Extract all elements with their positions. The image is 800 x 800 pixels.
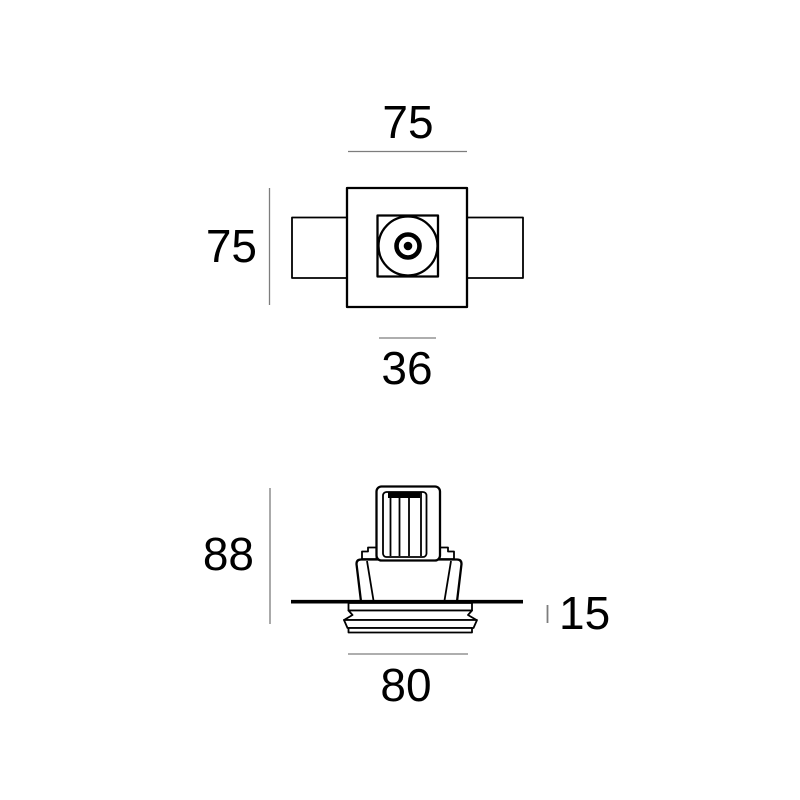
led-module-inner bbox=[382, 491, 428, 558]
trim-band-lower bbox=[343, 619, 478, 629]
section-height-dim-label: 88 bbox=[203, 528, 254, 580]
section-view: 88 15 80 bbox=[203, 485, 610, 711]
section-width-dim-label: 80 bbox=[380, 659, 431, 711]
lens-inner-ring bbox=[394, 232, 422, 260]
body-inner-wall-right bbox=[443, 560, 452, 601]
trim-band-top bbox=[347, 602, 473, 612]
mount-tab-left bbox=[291, 216, 348, 279]
spring-ear-left bbox=[361, 546, 378, 560]
body-inner-wall-left bbox=[366, 560, 375, 601]
lens-center-dot bbox=[403, 241, 413, 251]
plan-width-dim-label: 75 bbox=[382, 96, 433, 148]
led-module-cap bbox=[388, 492, 420, 498]
trim-molding bbox=[343, 609, 478, 621]
fixture-body bbox=[355, 558, 463, 603]
plan-cutout-dim-label: 36 bbox=[381, 342, 432, 394]
plan-height-dim-label: 75 bbox=[206, 220, 257, 272]
spring-ear-right bbox=[438, 546, 455, 560]
section-flange-depth-dim-label: 15 bbox=[559, 587, 610, 639]
trim-band-bottom bbox=[347, 627, 473, 634]
plan-view: 75 75 36 bbox=[206, 96, 524, 394]
lens-outer-circle bbox=[377, 215, 439, 277]
mount-tab-right bbox=[466, 216, 524, 279]
